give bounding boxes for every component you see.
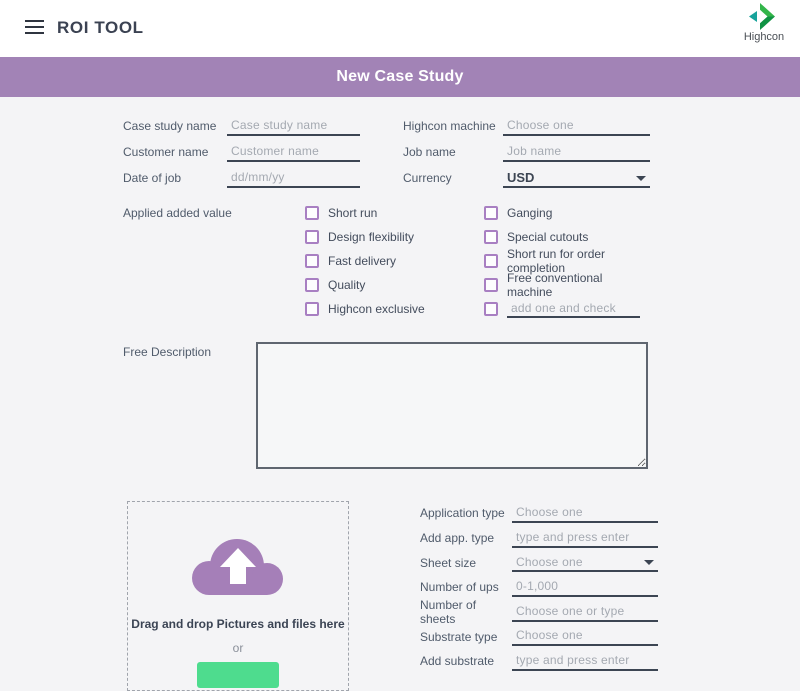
- number-of-ups-label: Number of ups: [420, 580, 499, 595]
- page-title: New Case Study: [336, 68, 464, 85]
- job-name-input[interactable]: [503, 142, 650, 162]
- checkbox-item-design-flexibility[interactable]: Design flexibility: [305, 229, 484, 244]
- customer-name-label: Customer name: [123, 145, 209, 159]
- checkbox[interactable]: [305, 277, 319, 292]
- checkbox[interactable]: [305, 253, 319, 268]
- checkbox-label: Special cutouts: [507, 229, 589, 244]
- checkbox[interactable]: [484, 253, 498, 268]
- checkbox[interactable]: [305, 229, 319, 244]
- checkbox[interactable]: [305, 205, 319, 220]
- number-of-ups-input[interactable]: [512, 577, 658, 597]
- upload-arrow-icon: [220, 548, 256, 584]
- checkbox-label: Quality: [328, 277, 366, 292]
- app-title: ROI TOOL: [57, 18, 144, 37]
- checkbox[interactable]: [484, 301, 498, 316]
- menu-hamburger-icon[interactable]: [25, 20, 44, 35]
- free-description-textarea[interactable]: [256, 342, 648, 469]
- sheet-size-placeholder: Choose one: [516, 554, 583, 569]
- file-dropzone[interactable]: Drag and drop Pictures and files here or: [127, 501, 349, 691]
- highcon-logo: Highcon: [734, 3, 794, 43]
- checkbox-item-special-cutouts[interactable]: Special cutouts: [484, 229, 650, 244]
- currency-select[interactable]: USD: [503, 169, 650, 188]
- aav-column-1: Short run Design flexibility Fast delive…: [305, 205, 484, 325]
- page-header: New Case Study: [0, 57, 800, 97]
- add-one-and-check-input[interactable]: [507, 300, 640, 318]
- case-study-name-input[interactable]: [227, 116, 360, 136]
- checkbox-item-highcon-exclusive[interactable]: Highcon exclusive: [305, 301, 484, 316]
- brand-name: Highcon: [743, 31, 785, 43]
- highcon-machine-label: Highcon machine: [403, 119, 496, 133]
- add-app-type-label: Add app. type: [420, 531, 495, 546]
- checkbox-label: Short run for order completion: [507, 246, 606, 275]
- checkbox-item-quality[interactable]: Quality: [305, 277, 484, 292]
- substrate-type-label: Substrate type: [420, 629, 498, 644]
- aav-column-2: Ganging Special cutouts Short run for or…: [484, 205, 650, 325]
- applied-added-value-section: Applied added value Short run Design fle…: [123, 205, 650, 325]
- checkbox-item-short-run-order-completion[interactable]: Short run for order completion: [484, 247, 650, 275]
- substrate-type-input[interactable]: [512, 627, 658, 647]
- form-top-section: Case study name Highcon machine Customer…: [123, 113, 650, 191]
- add-substrate-label: Add substrate: [420, 654, 495, 669]
- free-description-label: Free Description: [123, 345, 212, 359]
- customer-name-input[interactable]: [227, 142, 360, 162]
- date-of-job-label: Date of job: [123, 171, 182, 185]
- applied-added-value-label: Applied added value: [123, 206, 232, 220]
- checkbox-item-ganging[interactable]: Ganging: [484, 205, 650, 220]
- checkbox-label: Free conventional machine: [507, 270, 603, 299]
- checkbox-item-short-run[interactable]: Short run: [305, 205, 484, 220]
- currency-value: USD: [507, 169, 535, 185]
- date-of-job-input[interactable]: [227, 168, 360, 188]
- checkbox-label: Short run: [328, 205, 378, 220]
- checkbox-label: Design flexibility: [328, 229, 415, 244]
- checkbox[interactable]: [305, 301, 319, 316]
- checkbox-item-fast-delivery[interactable]: Fast delivery: [305, 253, 484, 268]
- chevron-down-icon: [636, 175, 646, 181]
- checkbox[interactable]: [484, 229, 498, 244]
- checkbox-label: Ganging: [507, 205, 553, 220]
- number-of-sheets-input[interactable]: [512, 602, 658, 622]
- dropzone-or-text: or: [232, 641, 244, 655]
- topbar: ROI TOOL Highcon: [0, 0, 800, 57]
- dropzone-text: Drag and drop Pictures and files here: [131, 617, 345, 631]
- checkbox[interactable]: [484, 277, 498, 292]
- checkbox[interactable]: [484, 205, 498, 220]
- job-name-label: Job name: [403, 145, 456, 159]
- checkbox-label: Highcon exclusive: [328, 301, 425, 316]
- checkbox-label: Fast delivery: [328, 253, 397, 268]
- application-type-label: Application type: [420, 506, 505, 521]
- sheet-size-select[interactable]: Choose one: [512, 553, 658, 573]
- upload-cloud-icon: [192, 539, 283, 595]
- add-substrate-input[interactable]: [512, 651, 658, 671]
- checkbox-item-free-conventional-machine[interactable]: Free conventional machine: [484, 271, 650, 299]
- checkbox-item-add-one[interactable]: [484, 300, 650, 318]
- application-type-input[interactable]: [512, 503, 658, 523]
- form-bottom-right-section: Application type Add app. type Sheet siz…: [420, 501, 658, 674]
- sheet-size-label: Sheet size: [420, 555, 477, 570]
- highcon-machine-input[interactable]: [503, 116, 650, 136]
- currency-label: Currency: [403, 171, 452, 185]
- add-app-type-input[interactable]: [512, 528, 658, 548]
- number-of-sheets-label: Number of sheets: [420, 598, 477, 627]
- upload-button[interactable]: [197, 662, 279, 688]
- highcon-logo-icon: [749, 3, 775, 30]
- chevron-down-icon: [644, 560, 654, 566]
- case-study-name-label: Case study name: [123, 119, 217, 133]
